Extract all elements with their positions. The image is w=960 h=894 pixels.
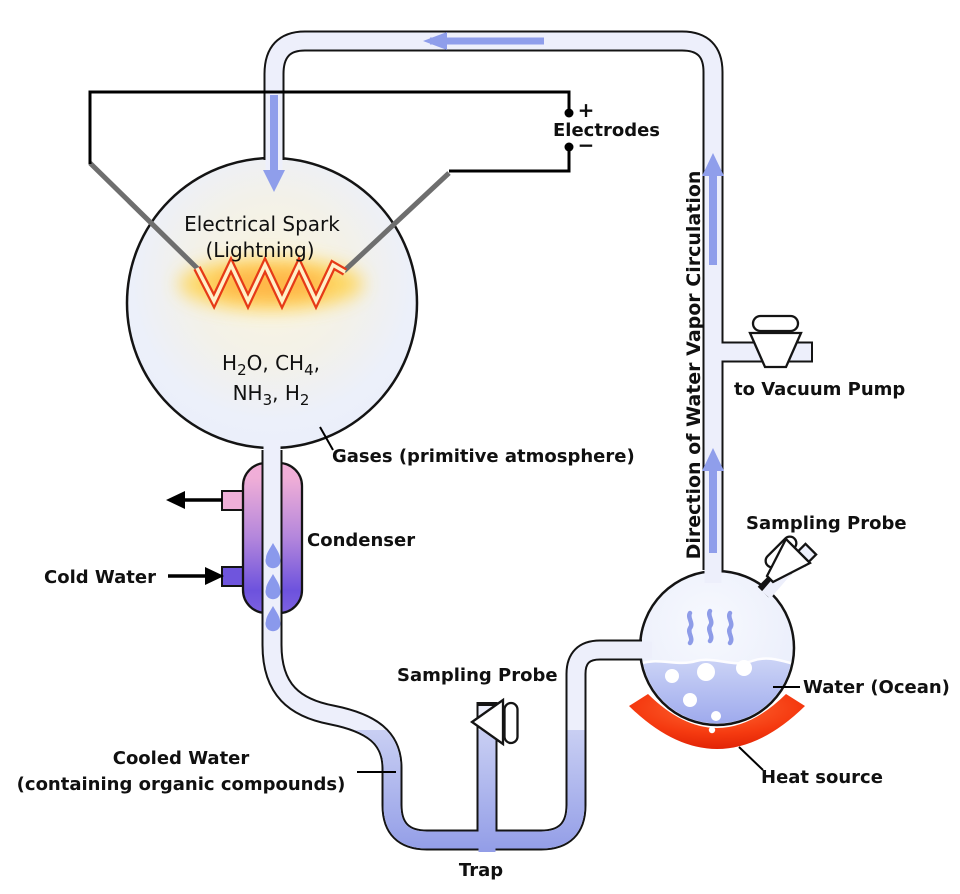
terminal-negative bbox=[564, 142, 574, 152]
plus-sign: + bbox=[578, 98, 595, 122]
spark-flask-group bbox=[88, 156, 451, 450]
sampling-probe-right-icon bbox=[764, 535, 818, 584]
flow-arrow-up-1 bbox=[702, 153, 724, 265]
water-ocean-label: Water (Ocean) bbox=[803, 677, 950, 698]
condenser-label: Condenser bbox=[307, 530, 415, 551]
cold-water-in-arrow bbox=[168, 567, 224, 585]
electrode-rod-left bbox=[88, 161, 200, 271]
steam-squiggles bbox=[687, 608, 734, 646]
electrodes-label: Electrodes bbox=[553, 120, 660, 141]
to-vacuum-pump-label: to Vacuum Pump bbox=[734, 379, 905, 400]
vacuum-valve bbox=[748, 314, 803, 369]
flow-arrow-up-2 bbox=[702, 448, 724, 553]
electrode-wiring bbox=[88, 90, 574, 173]
electrical-spark-label: Electrical Spark bbox=[184, 212, 340, 236]
gas-formula-line1: H2O, CH4, bbox=[222, 351, 320, 379]
leader-lines bbox=[319, 426, 800, 773]
electrode-rod-right bbox=[342, 171, 451, 273]
gases-label: Gases (primitive atmosphere) bbox=[332, 446, 635, 467]
trap-label: Trap bbox=[459, 860, 503, 881]
wire-positive bbox=[88, 90, 571, 164]
wire-negative bbox=[449, 150, 571, 173]
cooled-water-label-line2: (containing organic compounds) bbox=[17, 774, 346, 795]
cooled-water-label-line1: Cooled Water bbox=[113, 748, 250, 769]
flow-arrows bbox=[263, 32, 724, 553]
cold-water-label: Cold Water bbox=[44, 567, 156, 588]
sampling-probe-right-label: Sampling Probe bbox=[746, 513, 907, 534]
terminal-positive bbox=[564, 108, 574, 118]
heat-source-leader bbox=[738, 746, 764, 771]
valve-handle bbox=[751, 314, 800, 333]
sampling-probe-left-icon bbox=[470, 697, 519, 747]
heat-source-crescent bbox=[629, 694, 805, 749]
sampling-probe-left-label: Sampling Probe bbox=[397, 665, 558, 686]
minus-sign: − bbox=[578, 133, 595, 157]
bubbles bbox=[665, 660, 752, 734]
valve-body bbox=[748, 331, 803, 369]
flow-arrow-left bbox=[423, 32, 544, 50]
lightning-label: (Lightning) bbox=[205, 238, 314, 262]
ocean-flask-group bbox=[629, 535, 818, 749]
direction-label: Direction of Water Vapor Circulation bbox=[683, 171, 705, 560]
flow-arrow-down bbox=[263, 95, 285, 192]
gas-formula-line2: NH3, H2 bbox=[233, 381, 310, 409]
spark-zigzag bbox=[193, 255, 348, 311]
condensate-droplets bbox=[265, 543, 281, 632]
gases-leader bbox=[319, 426, 334, 451]
cold-water-out-arrow bbox=[166, 491, 222, 509]
heat-source-label: Heat source bbox=[761, 767, 883, 788]
labels: + − Electrodes Electrical Spark (Lightni… bbox=[17, 98, 950, 881]
